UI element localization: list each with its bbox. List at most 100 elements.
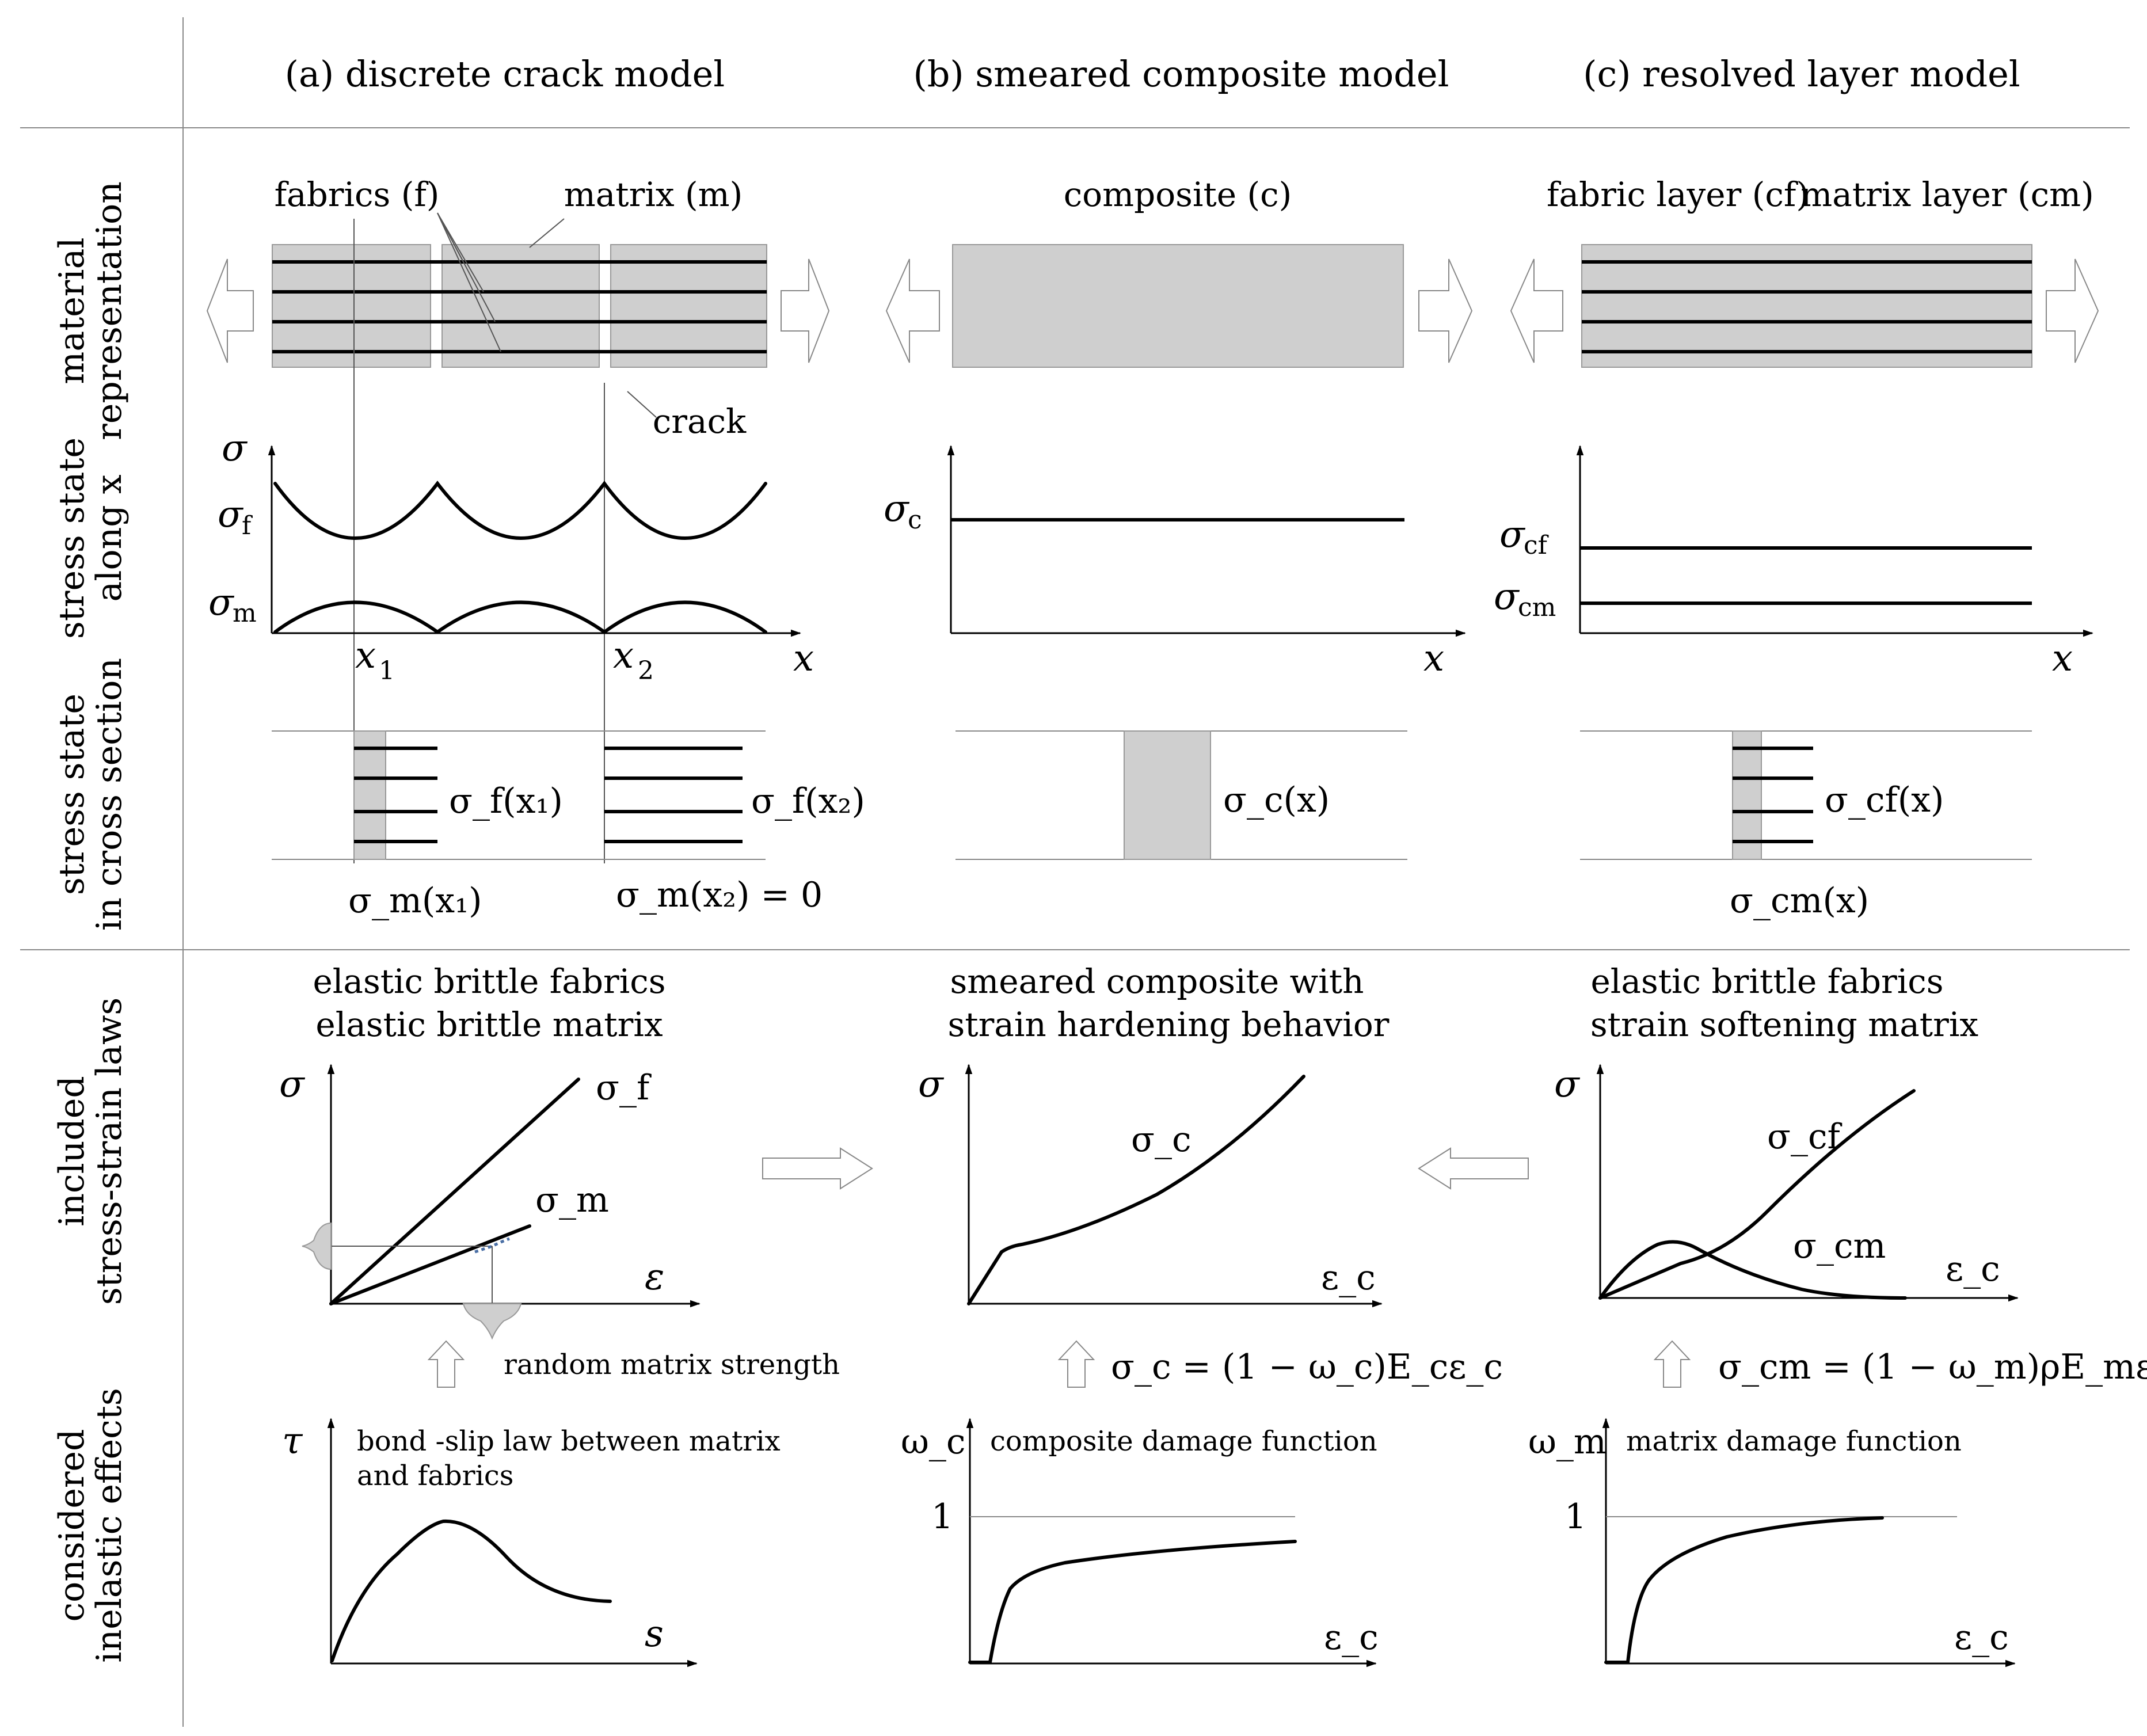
curve-sigma-m bbox=[273, 600, 767, 634]
label-sigma-m: σ m bbox=[208, 581, 257, 628]
label-sigma-cm-x: σ_cm(x) bbox=[1730, 881, 1869, 921]
strength-distribution-vertical bbox=[302, 1222, 332, 1270]
label-sigma-c-x: σ_c(x) bbox=[1223, 780, 1330, 820]
curve-sigma-c bbox=[967, 1075, 1305, 1305]
label-composite: composite (c) bbox=[1064, 175, 1292, 214]
laws-b-title-line2: strain hardening behavior bbox=[948, 1005, 1390, 1044]
composite-block bbox=[952, 244, 1404, 368]
row-label-cross-section-line2: in cross section bbox=[89, 658, 130, 931]
sigma-m-symbol: σ bbox=[208, 581, 235, 624]
arrow-left-icon bbox=[1418, 1147, 1529, 1190]
table-grid bbox=[20, 17, 2130, 1727]
axis-label-eps-c: ε_c bbox=[1946, 1249, 2000, 1289]
row-label-material-line2: representation bbox=[89, 181, 130, 440]
row-label-inelastic-line1: considered bbox=[52, 1429, 92, 1622]
axis-label-omega-m: ω_m bbox=[1528, 1422, 1607, 1462]
row-label-laws-line1: included bbox=[52, 1076, 92, 1227]
matrix-layer-stress-bar bbox=[1732, 730, 1762, 860]
axis-label-s: s bbox=[645, 1613, 664, 1655]
row-label-cross-section-line1: stress state bbox=[52, 694, 92, 895]
composite-damage-title: composite damage function bbox=[990, 1425, 1377, 1457]
x1-symbol: x bbox=[355, 634, 376, 677]
row-label-inelastic-line2: inelastic effects bbox=[89, 1388, 130, 1662]
label-matrix-law: σ_cm = (1 − ω_m)ρE_mε_c bbox=[1718, 1347, 2147, 1387]
composite-stress-bar bbox=[1124, 730, 1211, 860]
left-load-arrow-icon bbox=[885, 258, 940, 363]
cross-section-b: σ_c(x) bbox=[956, 730, 1407, 860]
sigma-cf-symbol: σ bbox=[1499, 513, 1526, 556]
axis-label-sigma: σ bbox=[279, 1063, 306, 1106]
right-load-arrow-icon bbox=[2046, 258, 2099, 363]
label-sigma-m-x1: σ_m(x₁) bbox=[348, 881, 482, 921]
leader-fabric-3 bbox=[437, 212, 496, 322]
layer-block bbox=[1581, 244, 2032, 368]
cross-section-c: σ_cf(x) σ_cm(x) bbox=[1580, 730, 2032, 921]
axis-label-eps-c: ε_c bbox=[1321, 1258, 1376, 1298]
label-sigma-m-x2: σ_m(x₂) = 0 bbox=[616, 875, 823, 915]
material-a: fabrics (f) matrix (m) crack bbox=[206, 175, 830, 441]
x2-symbol: x bbox=[613, 634, 634, 677]
laws-a: elastic brittle fabrics elastic brittle … bbox=[279, 962, 701, 1340]
curve-composite-damage bbox=[968, 1540, 1297, 1664]
inelastic-a: τ bond -slip law between matrix and fabr… bbox=[282, 1418, 781, 1668]
laws-a-title-line1: elastic brittle fabrics bbox=[313, 962, 665, 1001]
axis-label-x: x bbox=[1423, 637, 1444, 680]
row-label-stress-x-line1: stress state bbox=[52, 437, 92, 639]
label-fabrics: fabrics (f) bbox=[275, 175, 440, 214]
matrix-damage-title: matrix damage function bbox=[1626, 1425, 1962, 1457]
axis-label-tau: τ bbox=[282, 1420, 303, 1463]
label-fabric-layer: fabric layer (cf) bbox=[1547, 175, 1809, 214]
stress-x-b: σ c x bbox=[884, 445, 1466, 680]
line-sigma-f bbox=[329, 1078, 580, 1305]
axis-label-sigma: σ bbox=[222, 427, 248, 470]
axis-label-sigma: σ bbox=[1554, 1063, 1581, 1106]
curve-bond-slip bbox=[330, 1519, 612, 1662]
label-x2: x 2 bbox=[613, 634, 654, 686]
transfer-a: random matrix strength bbox=[427, 1340, 840, 1388]
matrix-segment-2 bbox=[441, 244, 600, 368]
leader-matrix bbox=[529, 218, 565, 248]
strength-scatter bbox=[474, 1237, 510, 1254]
laws-b: smeared composite with strain hardening … bbox=[918, 962, 1390, 1308]
axis-label-x: x bbox=[2052, 637, 2073, 680]
line-sigma-m bbox=[329, 1224, 531, 1305]
axis-label-sigma: σ bbox=[918, 1063, 945, 1106]
axis-label-omega-c: ω_c bbox=[901, 1422, 966, 1462]
curve-sigma-cf bbox=[1598, 1089, 1916, 1300]
right-load-arrow-icon bbox=[781, 258, 830, 363]
row-label-laws-line2: stress-strain laws bbox=[89, 998, 130, 1305]
right-load-arrow-icon bbox=[1418, 258, 1473, 363]
column-header-b: (b) smeared composite model bbox=[913, 53, 1449, 95]
up-arrow-icon bbox=[427, 1340, 465, 1388]
matrix-segment-3 bbox=[610, 244, 767, 368]
label-sigma-f: σ_f bbox=[596, 1068, 652, 1108]
axis-label-eps-c: ε_c bbox=[1954, 1617, 2009, 1658]
sigma-f-subscript: f bbox=[242, 511, 253, 540]
tick-one: 1 bbox=[1564, 1497, 1586, 1537]
up-arrow-icon bbox=[1653, 1340, 1691, 1388]
label-sigma-cf: σ cf bbox=[1499, 513, 1549, 560]
label-sigma-c: σ c bbox=[884, 488, 922, 535]
sigma-m-subscript: m bbox=[233, 599, 257, 628]
row-label-laws: included stress-strain laws bbox=[52, 998, 130, 1305]
label-sigma-f: σ f bbox=[218, 493, 253, 540]
curve-matrix-damage bbox=[1604, 1516, 1884, 1664]
curve-sigma-f bbox=[273, 481, 767, 540]
bond-slip-title-line1: bond -slip law between matrix bbox=[357, 1425, 781, 1457]
laws-b-title-line1: smeared composite with bbox=[950, 962, 1364, 1001]
label-sigma-m: σ_m bbox=[535, 1180, 609, 1220]
inelastic-b: ω_c composite damage function 1 ε_c bbox=[901, 1418, 1379, 1668]
curve-sigma-cm bbox=[1598, 1240, 1907, 1300]
label-sigma-c: σ_c bbox=[1131, 1120, 1191, 1160]
laws-c-title-line1: elastic brittle fabrics bbox=[1590, 962, 1943, 1001]
matrix-stress-bar bbox=[353, 730, 386, 860]
material-b: composite (c) bbox=[885, 175, 1473, 368]
axis-label-eps: ε bbox=[645, 1256, 664, 1299]
sigma-f-symbol: σ bbox=[218, 493, 244, 536]
row-label-cross-section: stress state in cross section bbox=[52, 658, 130, 931]
leader-fabric-2 bbox=[437, 212, 484, 292]
axis-label-eps-c: ε_c bbox=[1324, 1617, 1379, 1658]
arrow-right-icon bbox=[762, 1147, 873, 1190]
transfer-b: σ_c = (1 − ω_c)E_cε_c bbox=[1057, 1340, 1503, 1388]
leader-fabric-4 bbox=[437, 212, 501, 352]
